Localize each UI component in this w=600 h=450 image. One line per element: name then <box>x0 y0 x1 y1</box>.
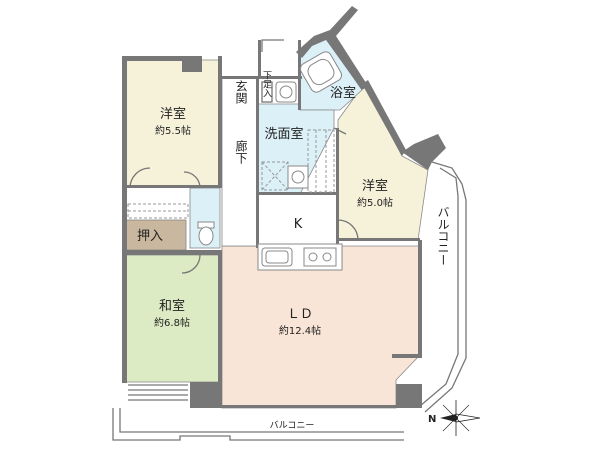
japanese-room-size: 約6.8帖 <box>154 316 190 329</box>
western-room-1-name: 洋室 <box>160 106 186 122</box>
toilet-icon <box>197 221 215 246</box>
south-balcony <box>112 408 404 441</box>
western-room-1-floor <box>125 59 221 188</box>
east-balcony-label: バルコニー <box>436 206 450 266</box>
sink-icon <box>261 247 293 267</box>
stove-icon <box>303 247 337 267</box>
closet-name: 押入 <box>137 229 163 244</box>
kitchen-name: K <box>294 217 303 232</box>
compass-rose-icon <box>440 400 481 436</box>
washing-machine-icon <box>287 165 309 189</box>
detail-lines <box>127 39 359 401</box>
washroom-name: 洗面室 <box>264 126 303 142</box>
shoe-storage-name: 下足入 <box>261 71 272 98</box>
entrance-name: 玄関 <box>234 79 248 104</box>
japanese-room-name: 和室 <box>159 298 185 314</box>
western-room-1-size: 約5.5帖 <box>155 124 191 137</box>
western-room-2-size: 約5.0帖 <box>357 196 393 209</box>
kitchen-counter <box>257 243 343 271</box>
compass-north-label: N <box>428 414 436 425</box>
east-balcony <box>419 161 467 413</box>
living-dining-name: ＬＤ <box>287 307 313 322</box>
south-balcony-label: バルコニー <box>270 420 315 431</box>
living-dining-size: 約12.4帖 <box>279 324 321 337</box>
bathroom-name: 浴室 <box>330 85 356 101</box>
western-room-2-floor <box>337 83 429 241</box>
washbasin-icon <box>275 81 297 103</box>
western-room-2-name: 洋室 <box>362 178 388 194</box>
corridor-name: 廊下 <box>234 139 248 164</box>
bathtub-icon <box>299 51 343 93</box>
walls <box>122 6 446 408</box>
